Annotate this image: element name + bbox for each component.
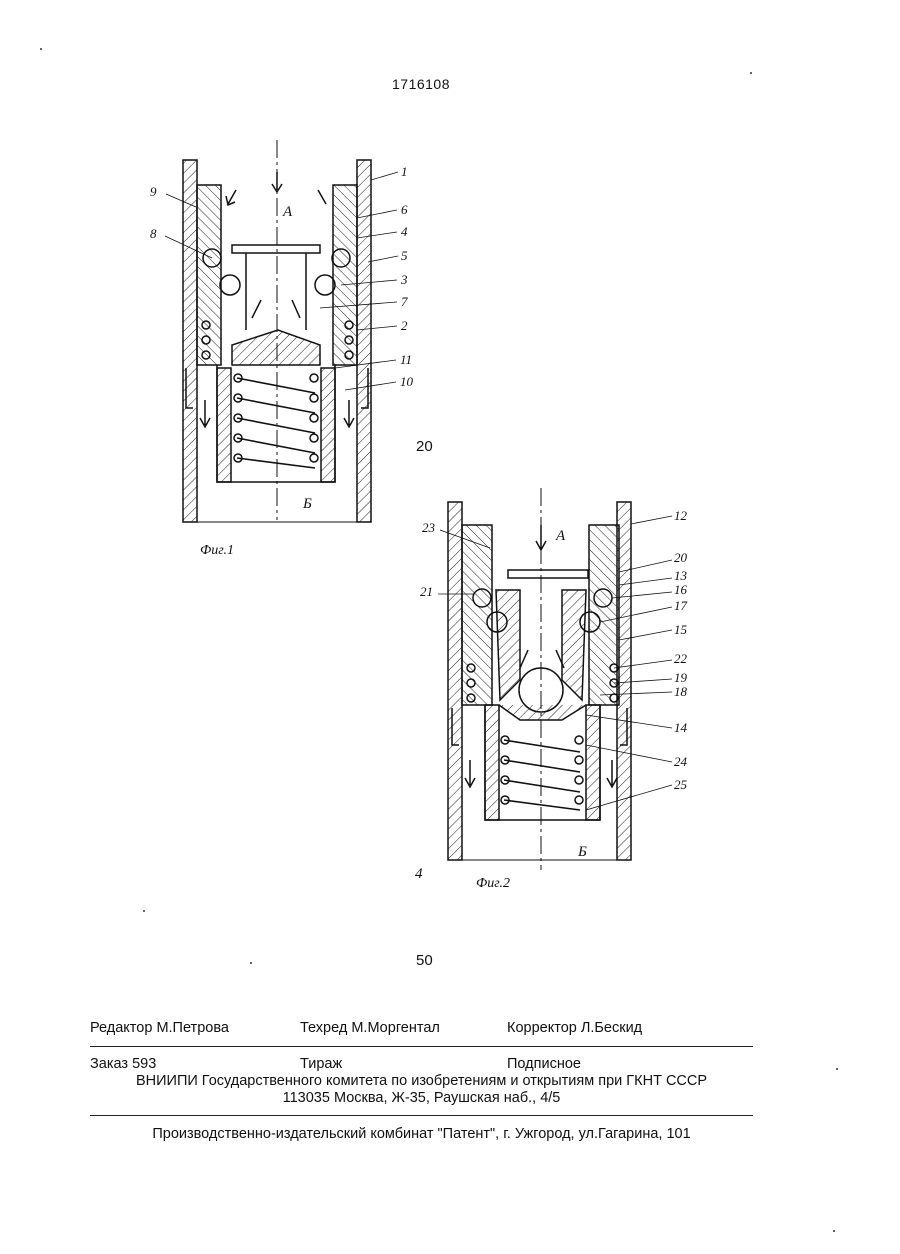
footer-rule-bottom bbox=[90, 1115, 753, 1116]
callout-16: 16 bbox=[674, 582, 688, 597]
callout-5: 5 bbox=[401, 248, 408, 263]
scan-speck bbox=[143, 910, 145, 912]
callout-6: 6 bbox=[401, 202, 408, 217]
callout-4: 4 bbox=[401, 224, 408, 239]
scan-speck bbox=[750, 72, 752, 74]
scan-speck bbox=[250, 962, 252, 964]
figure-2-section-a: А bbox=[555, 528, 566, 544]
line-number-4: 4 bbox=[415, 866, 423, 883]
corrector-credit: Корректор Л.Бескид bbox=[507, 1020, 642, 1036]
figure-1-section-a: А bbox=[282, 204, 293, 220]
footer-rule-top bbox=[90, 1046, 753, 1047]
scan-speck bbox=[833, 1230, 835, 1232]
callout-23: 23 bbox=[422, 520, 436, 535]
callout-17: 17 bbox=[674, 598, 688, 613]
callout-15: 15 bbox=[674, 622, 688, 637]
figure-2-section-b: Б bbox=[577, 844, 587, 860]
callout-7: 7 bbox=[401, 294, 408, 309]
order-number: Заказ 593 bbox=[90, 1056, 156, 1072]
figure-1-body bbox=[183, 140, 371, 522]
callout-21: 21 bbox=[420, 584, 433, 599]
callout-25: 25 bbox=[674, 777, 688, 792]
callout-14: 14 bbox=[674, 720, 688, 735]
scan-speck bbox=[836, 1068, 838, 1070]
callout-19: 19 bbox=[674, 670, 688, 685]
callout-24: 24 bbox=[674, 754, 688, 769]
callout-18: 18 bbox=[674, 684, 688, 699]
callout-12: 12 bbox=[674, 508, 688, 523]
editor-credit: Редактор М.Петрова bbox=[90, 1020, 229, 1036]
figure-2-body bbox=[448, 488, 631, 870]
callout-13: 13 bbox=[674, 568, 688, 583]
figure-1-section-b: Б bbox=[302, 496, 312, 512]
publisher-org: ВНИИПИ Государственного комитета по изоб… bbox=[90, 1073, 753, 1089]
printing-plant: Производственно-издательский комбинат "П… bbox=[90, 1126, 753, 1142]
publisher-address: 113035 Москва, Ж-35, Раушская наб., 4/5 bbox=[90, 1090, 753, 1106]
callout-2: 2 bbox=[401, 318, 408, 333]
callout-8: 8 bbox=[150, 226, 157, 241]
callout-11: 11 bbox=[400, 352, 412, 367]
callout-3: 3 bbox=[400, 272, 408, 287]
callout-9: 9 bbox=[150, 184, 157, 199]
figure-1-caption: Фиг.1 bbox=[200, 543, 234, 559]
figure-2-caption: Фиг.2 bbox=[476, 876, 510, 892]
scan-speck bbox=[40, 48, 42, 50]
callout-10: 10 bbox=[400, 374, 414, 389]
techred-credit: Техред М.Моргентал bbox=[300, 1020, 440, 1036]
circulation: Тираж bbox=[300, 1056, 342, 1072]
callout-20: 20 bbox=[674, 550, 688, 565]
callout-22: 22 bbox=[674, 651, 688, 666]
line-number-50: 50 bbox=[416, 952, 433, 969]
subscription: Подписное bbox=[507, 1056, 581, 1072]
callout-1: 1 bbox=[401, 164, 408, 179]
line-number-20: 20 bbox=[416, 438, 433, 455]
